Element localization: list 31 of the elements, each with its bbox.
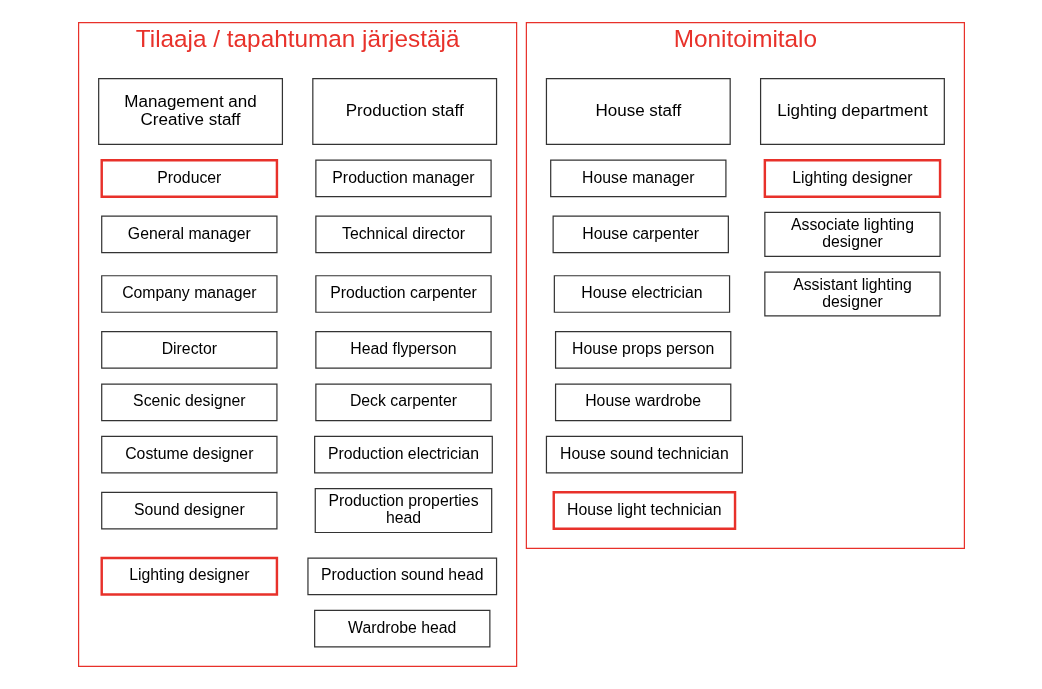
node-box: House staff — [545, 78, 731, 145]
node-box: Production staff — [311, 78, 497, 145]
node-box: Head flyperson — [314, 331, 492, 369]
node-box: Production sound head — [306, 557, 497, 596]
node-box: House carpenter — [552, 215, 729, 254]
node-box: Production carpenter — [314, 275, 492, 313]
node-box: Management and Creative staff — [97, 78, 283, 145]
node-box: House wardrobe — [554, 383, 731, 422]
node-box: Assistant lighting designer — [763, 271, 941, 317]
node-box: Sound designer — [100, 491, 278, 530]
node-box: House props person — [554, 331, 731, 369]
node-box: Lighting department — [759, 78, 945, 145]
node-box: Company manager — [100, 275, 278, 313]
node-box: Lighting designer — [100, 556, 278, 596]
node-box: General manager — [100, 215, 278, 254]
node-box: Production manager — [314, 159, 492, 198]
node-box: Costume designer — [100, 435, 278, 474]
node-box: House sound technician — [545, 435, 743, 474]
node-box: House manager — [549, 159, 726, 198]
node-box: Associate lighting designer — [763, 211, 941, 257]
node-box: Production electrician — [313, 435, 493, 474]
node-box: Wardrobe head — [313, 609, 490, 648]
node-box: Lighting designer — [763, 158, 941, 198]
node-box: Scenic designer — [100, 383, 278, 422]
node-box: Production properties head — [314, 488, 492, 534]
node-box: Technical director — [314, 215, 492, 254]
node-box: Director — [100, 331, 278, 369]
node-box: House light technician — [552, 491, 736, 531]
node-box: Producer — [100, 158, 278, 198]
node-box: Deck carpenter — [314, 383, 492, 422]
node-box: House electrician — [553, 275, 730, 313]
